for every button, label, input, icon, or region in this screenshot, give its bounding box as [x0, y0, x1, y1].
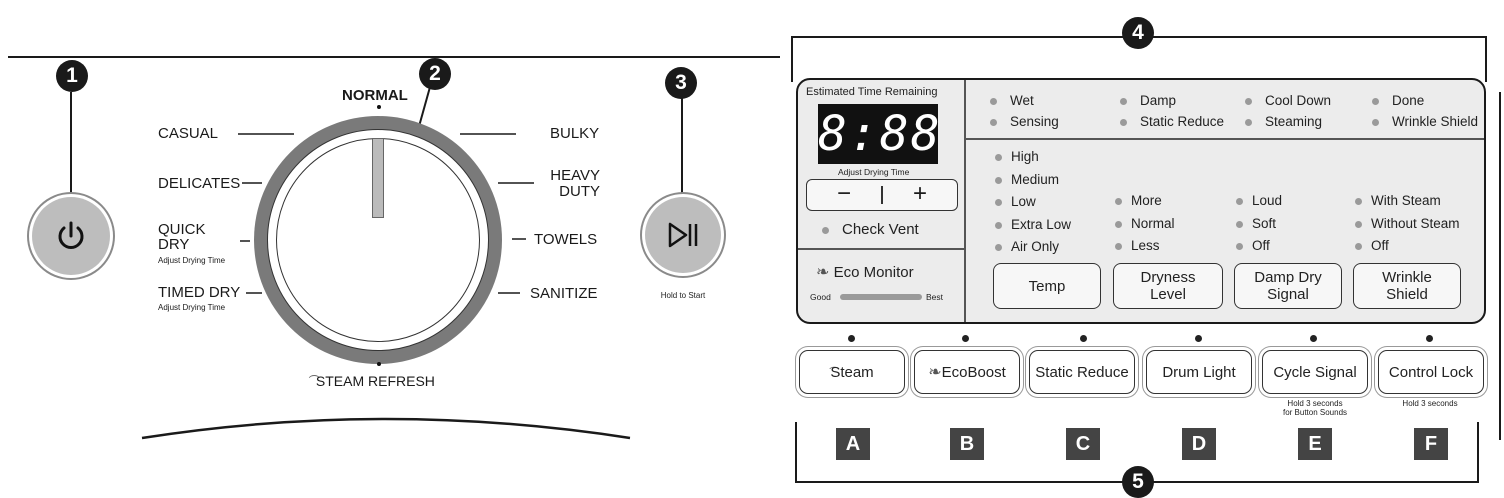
dryness-levels-dot — [1115, 243, 1122, 250]
status-dot — [990, 98, 997, 105]
dial-label-casual: CASUAL — [158, 125, 219, 142]
temp-button[interactable]: Temp — [993, 263, 1101, 309]
dryness-levels-dot — [1115, 198, 1122, 205]
signal-levels-label: Off — [1252, 238, 1270, 253]
signal-levels-label: Soft — [1252, 215, 1277, 231]
time-remaining-label: Estimated Time Remaining — [806, 86, 938, 98]
wrinkle-levels-label: Off — [1371, 238, 1389, 253]
status-label: Static Reduce — [1140, 114, 1225, 129]
wrinkle-levels-label: Without Steam — [1371, 215, 1460, 231]
status-label: Steaming — [1265, 114, 1323, 129]
dial-label-timed-dry: TIMED DRY Adjust Drying Time — [158, 284, 241, 312]
status-label: Done — [1392, 93, 1425, 108]
dial-pointer — [372, 138, 384, 218]
callout-4: 4 — [1122, 17, 1154, 49]
cycle-signal-hint: Hold 3 seconds for Button Sounds — [1282, 399, 1348, 417]
leaf-icon: ❧ — [816, 264, 830, 281]
callout-1: 1 — [56, 60, 88, 92]
status-dot — [1372, 98, 1379, 105]
temp-levels-label: Air Only — [1011, 239, 1060, 254]
badge-e: E — [1298, 428, 1332, 460]
status-dot — [1120, 119, 1127, 126]
status-dot — [1372, 119, 1379, 126]
start-hint: Hold to Start — [660, 291, 706, 300]
status-label: Wet — [1010, 93, 1034, 108]
damp-dry-signal-button[interactable]: Damp Dry Signal — [1234, 263, 1342, 309]
signal-levels-label: Loud — [1252, 193, 1283, 208]
adjust-drying-time-label: Adjust Drying Time — [838, 167, 910, 177]
status-label: Sensing — [1010, 114, 1059, 129]
dial-label-delicates: DELICATES — [158, 175, 241, 192]
callout-2: 2 — [419, 58, 451, 90]
eco-good-label: Good — [810, 292, 831, 302]
status-label: Cool Down — [1265, 93, 1332, 108]
temp-levels-dot — [995, 221, 1002, 229]
power-icon — [58, 221, 84, 249]
dial-label-normal: NORMAL — [342, 87, 408, 104]
play-pause-icon — [668, 222, 698, 248]
check-vent-label: Check Vent — [842, 221, 919, 238]
eco-monitor-bar — [840, 294, 922, 300]
dryness-levels-label: More — [1131, 193, 1162, 208]
temp-levels-dot — [995, 244, 1002, 251]
start-pause-button[interactable] — [645, 197, 721, 273]
increase-time-button[interactable]: + — [912, 180, 927, 207]
eco-best-label: Best — [926, 292, 944, 302]
adjust-time-control: − + — [806, 179, 958, 211]
dryness-levels-label: Normal — [1131, 215, 1175, 231]
dial-label-towels: TOWELS — [534, 231, 598, 248]
status-dot — [1245, 119, 1252, 126]
temp-levels-dot — [995, 176, 1002, 184]
status-dot — [1120, 98, 1127, 105]
temp-levels-label: Extra Low — [1011, 216, 1072, 232]
drum-light-button[interactable]: Drum Light — [1146, 350, 1252, 394]
power-button[interactable] — [32, 197, 110, 275]
status-label: Wrinkle Shield — [1392, 114, 1479, 129]
leaf-icon: ❧ — [928, 364, 942, 381]
wrinkle-levels-label: With Steam — [1371, 193, 1441, 208]
temp-levels-label: Medium — [1011, 171, 1060, 187]
badge-c: C — [1066, 428, 1100, 460]
check-vent-indicator — [822, 227, 829, 234]
ecoboost-button[interactable]: ❧EcoBoost — [914, 350, 1020, 394]
temp-levels-label: High — [1011, 149, 1039, 164]
signal-levels-dot — [1236, 243, 1243, 250]
dial-label-steam-refresh: ͡ STEAM REFRESH — [315, 373, 435, 389]
control-lock-hint: Hold 3 seconds — [1402, 399, 1458, 408]
dryness-level-button[interactable]: Dryness Level — [1113, 263, 1223, 309]
wrinkle-levels-dot — [1355, 198, 1362, 205]
callout-3: 3 — [665, 67, 697, 99]
control-lock-button[interactable]: Control Lock — [1378, 350, 1484, 394]
signal-levels-dot — [1236, 220, 1243, 228]
signal-levels-dot — [1236, 198, 1243, 205]
wrinkle-levels-dot — [1355, 243, 1362, 250]
wrinkle-levels-dot — [1355, 220, 1362, 228]
decrease-time-button[interactable]: − — [836, 180, 851, 207]
time-display: 8:88 — [818, 104, 942, 164]
dial-label-sanitize: SANITIZE — [530, 285, 598, 302]
status-dot — [1245, 98, 1252, 105]
temp-levels-dot — [995, 199, 1002, 206]
cycle-signal-button[interactable]: Cycle Signal — [1262, 350, 1368, 394]
steam-button[interactable]: ͡Steam — [799, 350, 905, 394]
dryness-levels-dot — [1115, 220, 1122, 228]
eco-monitor-label: ❧ Eco Monitor — [816, 264, 914, 281]
temp-levels-label: Low — [1011, 194, 1036, 209]
dial-label-quick-dry: QUICK DRY Adjust Drying Time — [158, 221, 226, 265]
cycle-dial[interactable] — [254, 116, 502, 364]
temp-levels-dot — [995, 154, 1002, 161]
dryness-levels-label: Less — [1131, 238, 1160, 253]
wrinkle-shield-button[interactable]: Wrinkle Shield — [1353, 263, 1461, 309]
status-dot — [990, 119, 997, 126]
status-label: Damp — [1140, 93, 1177, 108]
callout-5: 5 — [1122, 466, 1154, 498]
badge-b: B — [950, 428, 984, 460]
badge-a: A — [836, 428, 870, 460]
static-reduce-button[interactable]: Static Reduce — [1029, 350, 1135, 394]
dial-label-bulky: BULKY — [550, 125, 600, 142]
dial-label-heavy-duty: HEAVY DUTY — [550, 167, 600, 200]
badge-f: F — [1414, 428, 1448, 460]
badge-d: D — [1182, 428, 1216, 460]
